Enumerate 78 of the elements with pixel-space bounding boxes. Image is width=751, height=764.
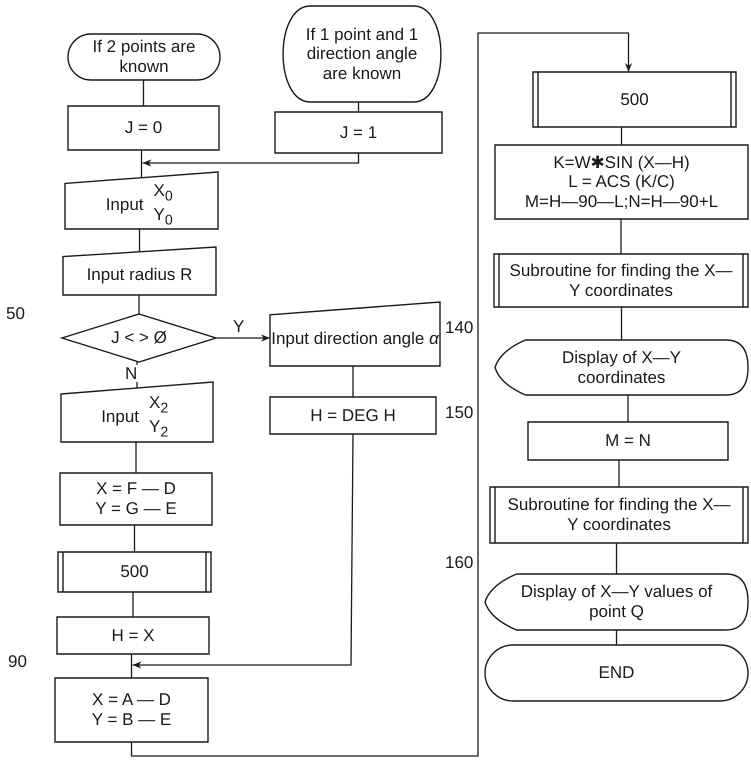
connector-line: [352, 366, 354, 397]
process-box: [495, 145, 748, 219]
decision-diamond: [62, 314, 216, 362]
connector-line: [136, 362, 138, 388]
subroutine-box: [58, 552, 211, 592]
process-box: [528, 422, 728, 460]
node-text: J < > Ø: [111, 328, 167, 348]
node-text: 500: [620, 90, 649, 110]
connector-line: [358, 102, 360, 112]
node-text: Subroutine for finding the X—Y coordinates: [506, 495, 732, 535]
node-text: H = X: [112, 626, 154, 646]
node-text: Y = G — E: [95, 499, 177, 519]
connector-line: [618, 460, 620, 487]
line-number: 50: [6, 304, 25, 324]
connector-line: [620, 127, 622, 145]
node-text: Display of X—Y values of point Q: [520, 582, 714, 622]
line-number: 150: [445, 403, 474, 423]
terminal-shape: [68, 34, 220, 80]
node-text: Input: [101, 406, 139, 426]
connector-line: [130, 654, 132, 678]
node-text: X$_{2}$ Y$_{2}$: [149, 392, 170, 440]
connector-line: [142, 80, 144, 106]
node-text: 500: [120, 562, 149, 582]
connector-line: [620, 307, 622, 340]
edge-label: Y: [232, 318, 246, 335]
process-box: [270, 397, 436, 434]
subroutine-box: [494, 254, 748, 307]
node-text: Subroutine for finding the X—Y coordinates: [508, 260, 734, 300]
connector-line: [620, 219, 622, 254]
connector-line: [616, 630, 618, 645]
node-text: Y = B — E: [92, 710, 172, 730]
connector-line: [134, 525, 136, 552]
node-text: L = ACS (K/C): [568, 172, 675, 192]
connector-line: [135, 442, 137, 473]
display-shape: [495, 340, 748, 395]
connector-line: [138, 229, 140, 252]
node-text: M = N: [605, 431, 651, 451]
connector-line: [138, 295, 140, 314]
node-text: END: [598, 663, 634, 683]
node-text: H = DEG H: [310, 406, 396, 426]
connector-line: [140, 150, 142, 178]
node-text: Input radius R: [86, 264, 192, 284]
process-box: [57, 617, 209, 654]
line-number: 90: [8, 652, 27, 672]
manual-input-shape: [61, 382, 213, 442]
node-text: X$_{0}$ Y$_{0}$: [154, 181, 174, 228]
process-box: [275, 112, 442, 153]
node-text: X = A — D: [92, 690, 171, 710]
manual-input-shape: [65, 172, 218, 229]
terminal-shape: [485, 645, 748, 701]
line-number: 140: [445, 318, 474, 338]
arrow: [142, 153, 360, 167]
arrow: [132, 434, 354, 669]
node-text: X = F — D: [96, 479, 176, 499]
edge-label: N: [124, 365, 138, 382]
subroutine-box: [533, 72, 736, 127]
node-text: J = 0: [124, 118, 162, 138]
node-text: K=W✱SIN (X—H): [553, 152, 690, 172]
node-text: M=H—90—L;N=H—90+L: [524, 192, 718, 212]
subroutine-box: [490, 487, 748, 543]
node-text: If 2 points are known: [91, 37, 196, 77]
line-number: 160: [445, 553, 474, 573]
manual-input-shape: [63, 247, 216, 295]
display-shape: [485, 574, 748, 630]
process-box: [60, 473, 212, 525]
connector-line: [627, 395, 629, 422]
node-text: If 1 point and 1 direction angle are known: [304, 24, 420, 84]
arrow: [130, 32, 632, 757]
node-text: Input: [106, 195, 144, 215]
node-text: Input direction angle α: [271, 329, 439, 349]
process-box: [55, 678, 208, 742]
connector-line: [616, 543, 618, 574]
connector-line: [132, 592, 134, 617]
arrow: [216, 334, 270, 342]
manual-input-shape: [270, 302, 440, 366]
node-text: Display of X—Y coordinates: [560, 348, 682, 388]
node-text: J = 1: [340, 122, 378, 142]
process-box: [68, 106, 219, 150]
